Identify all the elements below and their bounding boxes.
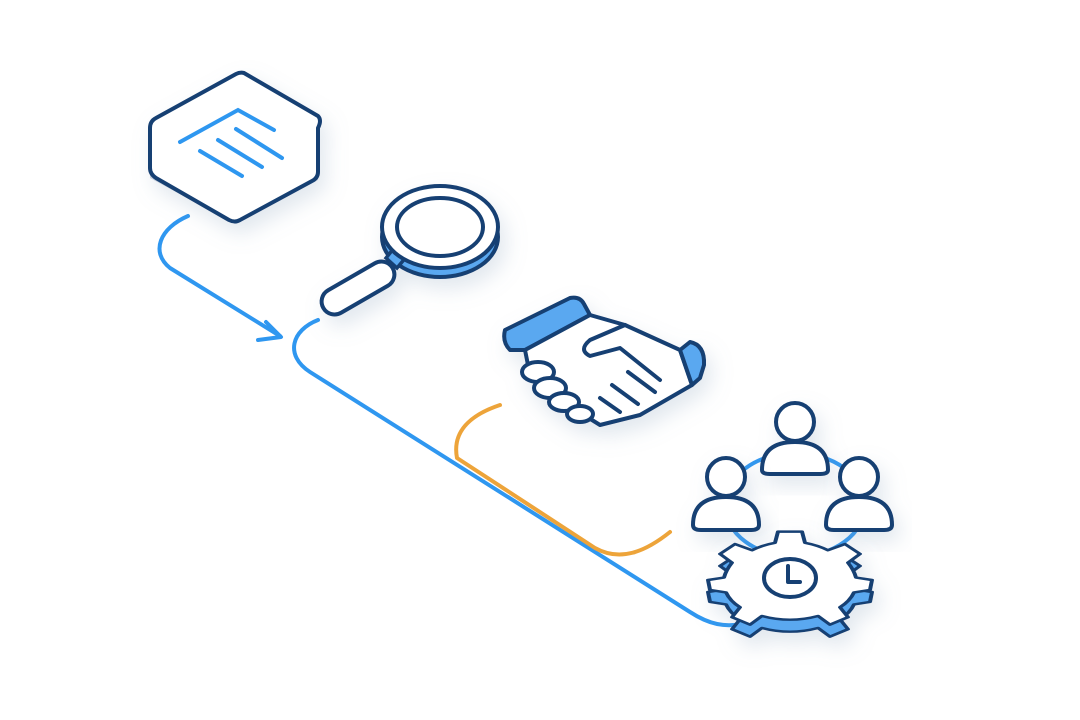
orange-connector [454,403,672,557]
blue-arrow-connector [157,214,282,338]
gear-clock-icon [706,530,874,638]
person-icon [759,401,831,476]
person-icon [823,456,895,532]
document-hexagon-icon [148,70,322,224]
people-circle-icon [690,401,895,559]
handshake-icon [502,295,707,427]
blue-timeline-connector [292,318,744,628]
person-icon [690,456,762,532]
magnifier-icon [319,184,500,317]
arrowhead-icon [256,320,283,342]
